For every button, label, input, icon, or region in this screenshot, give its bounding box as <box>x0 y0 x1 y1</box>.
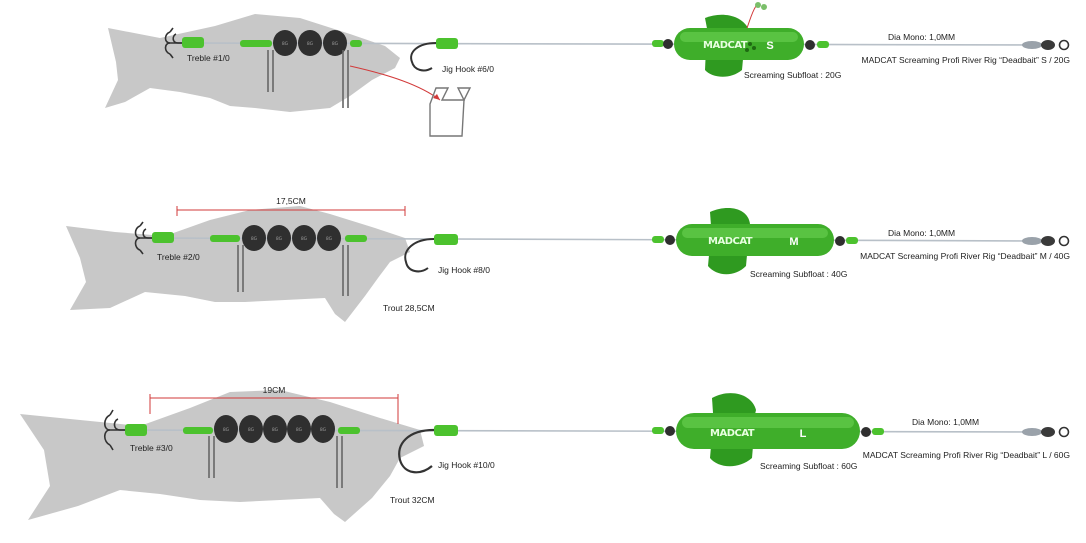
swivel <box>1022 426 1070 438</box>
measure-label: 19CM <box>263 385 286 395</box>
connectors <box>652 39 829 50</box>
rig-name-label: MADCAT Screaming Profi River Rig “Deadba… <box>863 450 1070 460</box>
pins <box>237 245 349 296</box>
swivel <box>1022 39 1070 51</box>
beads: 8G 8G 8G 8G 8G <box>183 415 360 443</box>
float-logo: MADCAT <box>708 236 753 247</box>
connectors <box>652 426 884 437</box>
float-size: M <box>789 236 798 248</box>
float-size: L <box>800 428 807 440</box>
mono-label: Dia Mono: 1,0MM <box>888 32 955 42</box>
bead-label: 8G <box>272 427 279 433</box>
bead-label: 8G <box>223 427 230 433</box>
jig-hook <box>410 38 458 72</box>
jig-hook-label: Jig Hook #8/0 <box>438 265 490 275</box>
fish-silhouette <box>105 14 400 112</box>
bead-label: 8G <box>320 427 327 433</box>
trout-length-label: Trout 28,5CM <box>383 303 435 313</box>
bead-label: 8G <box>251 236 258 242</box>
trout-length-label: Trout 32CM <box>390 495 435 505</box>
swivel <box>1022 235 1070 247</box>
jig-hook <box>398 425 458 474</box>
measure-bracket <box>149 394 399 424</box>
measure-label: 17,5CM <box>276 196 306 206</box>
treble-hook <box>103 409 128 451</box>
bead-label: 8G <box>282 41 289 47</box>
treble-label: Treble #2/0 <box>157 252 200 262</box>
mono-label: Dia Mono: 1,0MM <box>912 417 979 427</box>
jig-hook-label: Jig Hook #10/0 <box>438 460 495 470</box>
bead-label: 8G <box>307 41 314 47</box>
beads: 8G 8G 8G 8G <box>210 225 367 251</box>
pins <box>208 436 343 488</box>
jig-hook-label: Jig Hook #6/0 <box>442 64 494 74</box>
subfloat-l: MADCAT L <box>676 393 860 467</box>
rig-name-label: MADCAT Screaming Profi River Rig “Deadba… <box>860 251 1070 261</box>
treble-label: Treble #3/0 <box>130 443 173 453</box>
rig-3: 19CM 8G 8G 8G 8G 8G <box>20 385 1070 522</box>
pin-detail-icon <box>429 87 472 137</box>
bead-label: 8G <box>301 236 308 242</box>
detail-arrow-head <box>433 94 440 100</box>
treble-sleeve <box>152 232 174 243</box>
beads: 8G 8G 8G <box>240 30 362 56</box>
treble-hook <box>134 221 155 255</box>
jig-hook <box>404 234 458 273</box>
float-size: S <box>766 40 773 52</box>
float-logo: MADCAT <box>703 40 748 51</box>
treble-sleeve <box>182 37 204 48</box>
connectors <box>652 235 858 246</box>
bead-label: 8G <box>248 427 255 433</box>
rig-name-label: MADCAT Screaming Profi River Rig “Deadba… <box>862 55 1070 65</box>
bead-label: 8G <box>296 427 303 433</box>
subfloat-label: Screaming Subfloat : 60G <box>760 461 857 471</box>
pins <box>267 50 349 108</box>
subfloat-s: MADCAT S <box>674 2 804 77</box>
subfloat-label: Screaming Subfloat : 40G <box>750 269 847 279</box>
mono-label: Dia Mono: 1,0MM <box>888 228 955 238</box>
subfloat-label: Screaming Subfloat : 20G <box>744 70 841 80</box>
measure-bracket <box>176 206 406 216</box>
bead-label: 8G <box>276 236 283 242</box>
treble-sleeve <box>125 424 147 436</box>
subfloat-m: MADCAT M <box>676 208 834 275</box>
rig-1: 8G 8G 8G <box>105 2 1070 137</box>
treble-label: Treble #1/0 <box>187 53 230 63</box>
bead-label: 8G <box>326 236 333 242</box>
float-logo: MADCAT <box>710 428 755 439</box>
rig-2: 17,5CM 8G 8G 8G 8G <box>66 196 1070 322</box>
bead-label: 8G <box>332 41 339 47</box>
fish-silhouette <box>20 390 424 522</box>
